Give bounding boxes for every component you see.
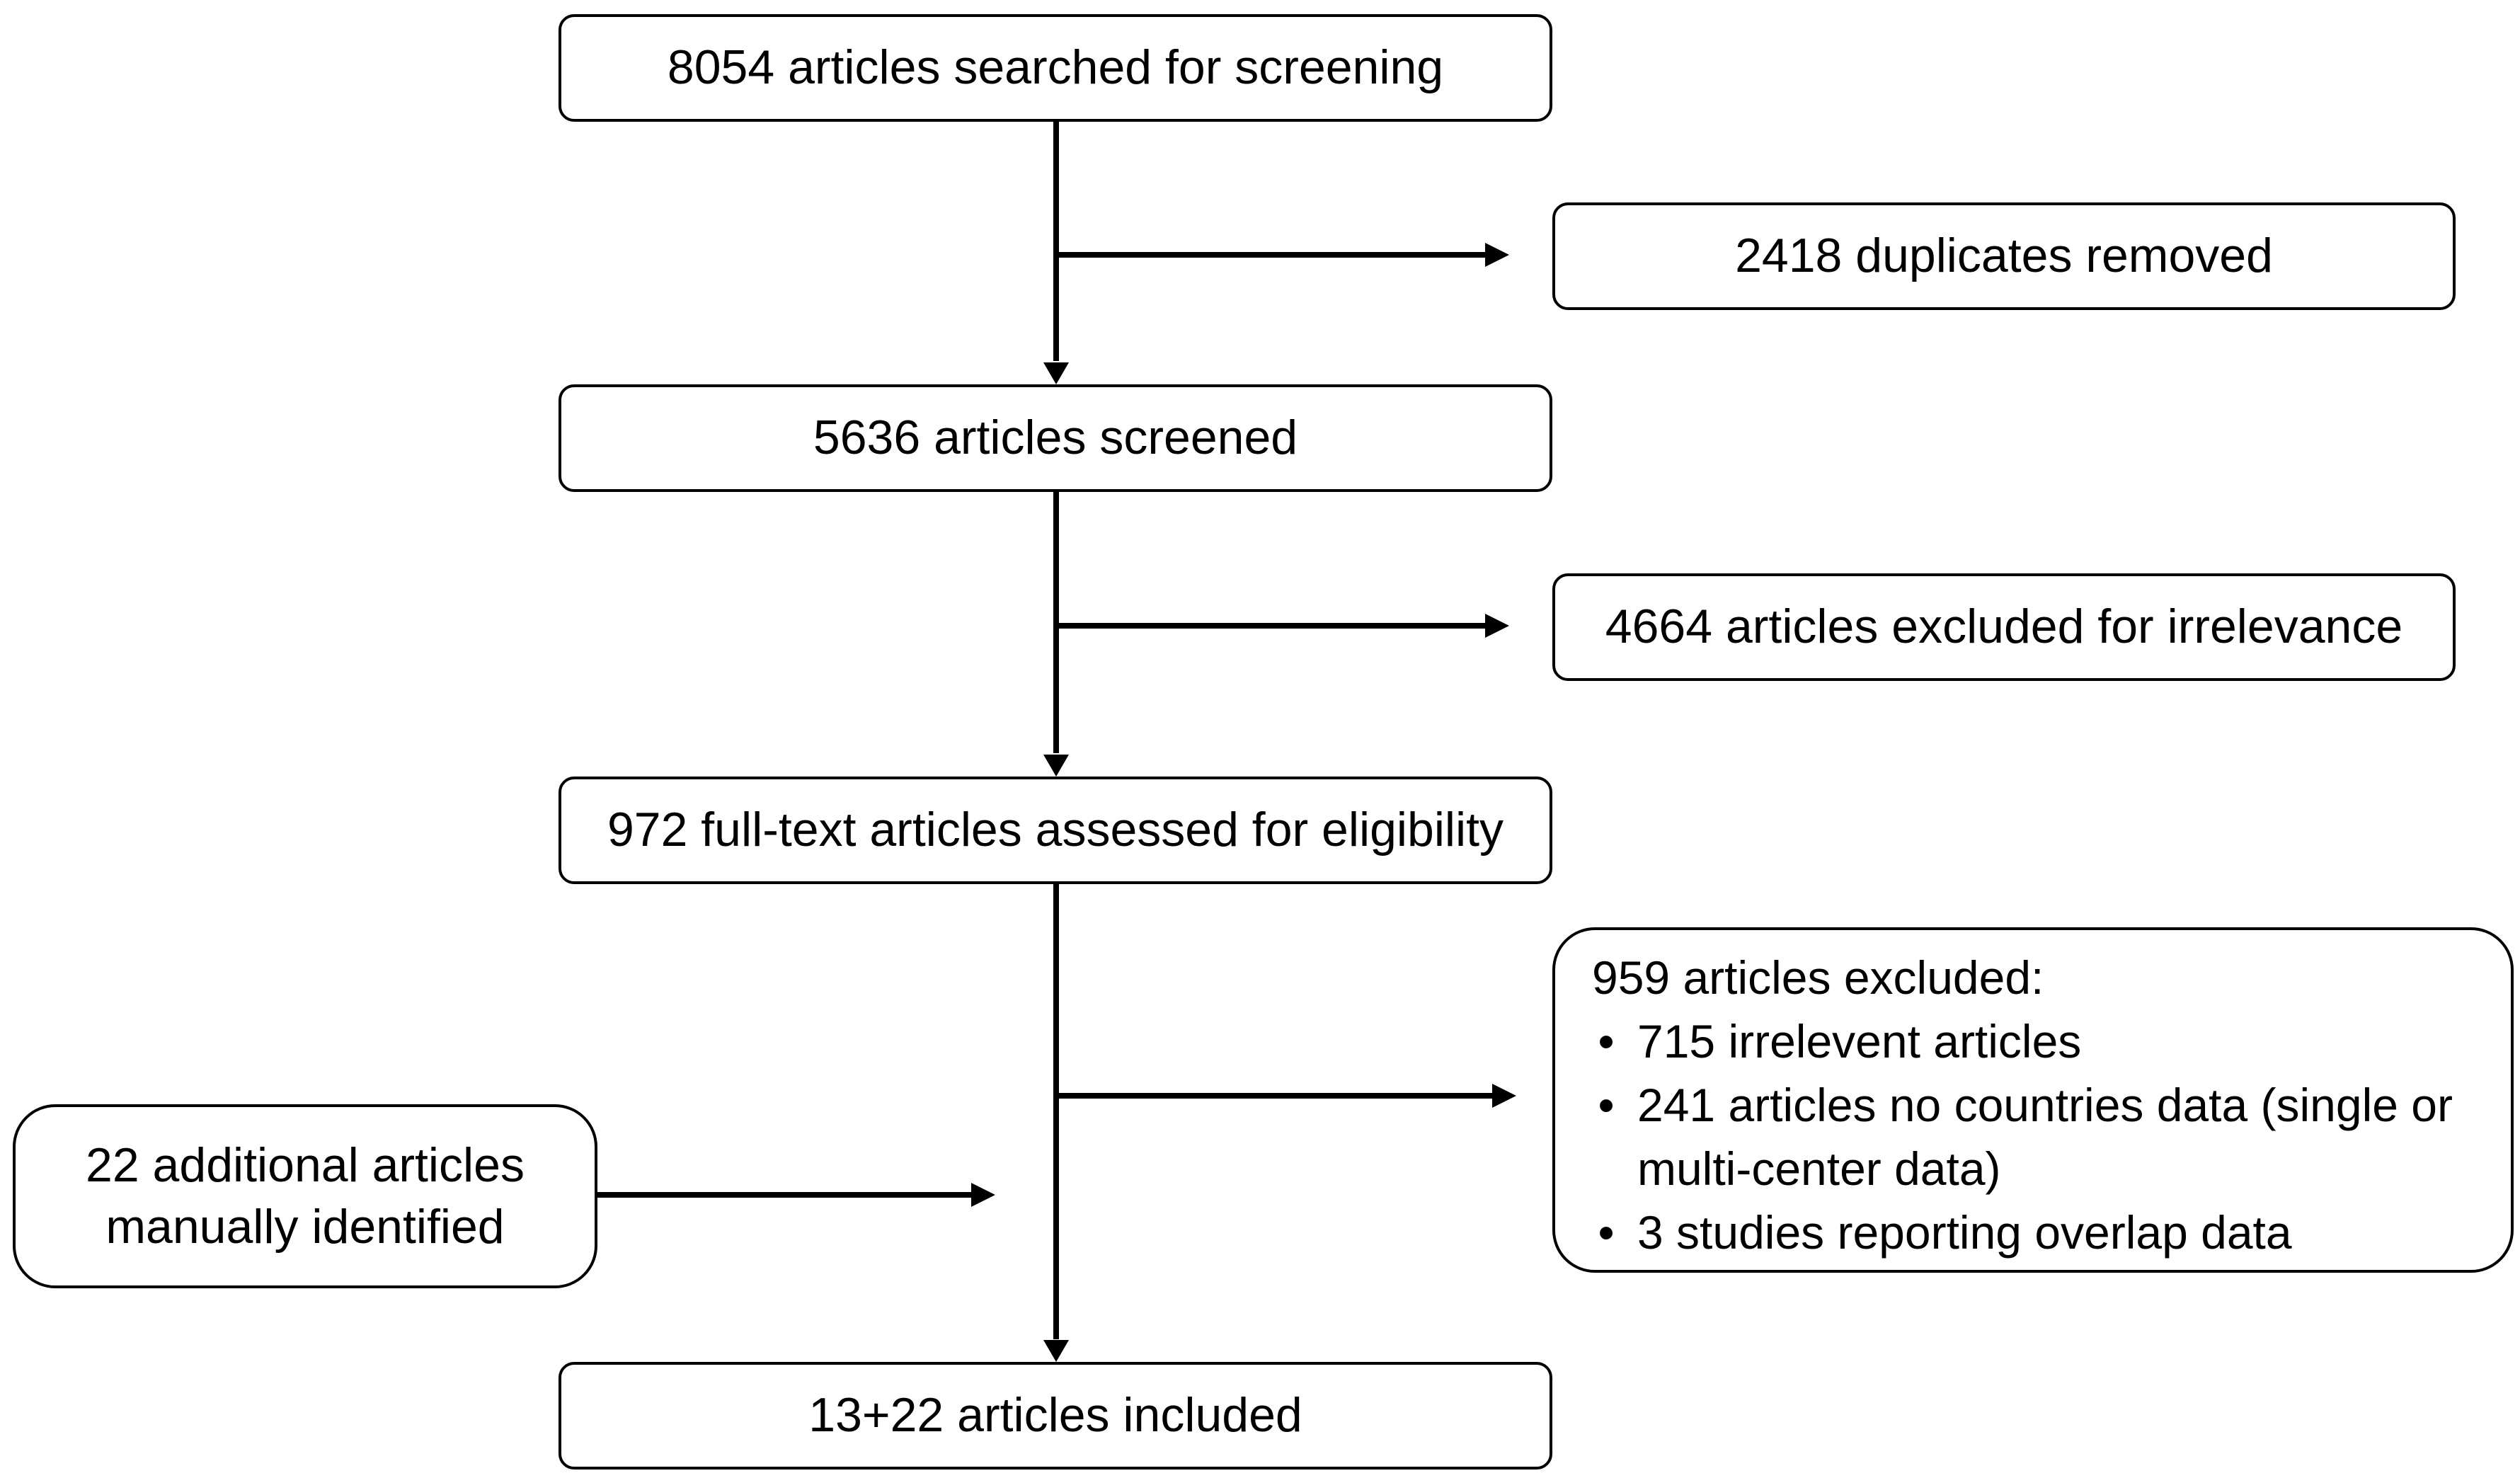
- excluded-reason-text: 715 irrelevent articles: [1637, 1015, 2082, 1067]
- bullet-icon: •: [1598, 1206, 1615, 1259]
- box-fulltext-assessed-text: 972 full-text articles assessed for elig…: [607, 803, 1504, 857]
- box-duplicates-removed-text: 2418 duplicates removed: [1735, 229, 2273, 283]
- excluded-reasons-list: • 715 irrelevent articles • 241 articles…: [1592, 1009, 2482, 1264]
- box-additional-articles-text: 22 additional articles manually identifi…: [86, 1138, 525, 1254]
- arrowhead-to-excluded: [1492, 1084, 1516, 1108]
- arrowhead-fulltext-to-included: [1043, 1340, 1069, 1362]
- box-articles-searched-text: 8054 articles searched for screening: [667, 40, 1444, 95]
- arrowhead-from-additional: [971, 1183, 995, 1207]
- excluded-reason-item: • 715 irrelevent articles: [1592, 1009, 2482, 1073]
- box-articles-searched: 8054 articles searched for screening: [559, 14, 1552, 122]
- box-excluded-irrelevance-text: 4664 articles excluded for irrelevance: [1605, 600, 2403, 654]
- excluded-reason-item: • 3 studies reporting overlap data: [1592, 1201, 2482, 1264]
- box-excluded-irrelevance: 4664 articles excluded for irrelevance: [1552, 573, 2456, 681]
- box-duplicates-removed: 2418 duplicates removed: [1552, 202, 2456, 310]
- box-articles-excluded: 959 articles excluded: • 715 irrelevent …: [1552, 927, 2514, 1273]
- arrowhead-to-duplicates: [1485, 243, 1509, 267]
- box-articles-included-text: 13+22 articles included: [808, 1388, 1302, 1443]
- arrowhead-to-irrelevance: [1485, 614, 1509, 638]
- box-articles-screened-text: 5636 articles screened: [813, 411, 1298, 465]
- arrowhead-screened-to-fulltext: [1043, 755, 1069, 777]
- excluded-reason-item: • 241 articles no countries data (single…: [1592, 1073, 2482, 1201]
- excluded-heading: 959 articles excluded:: [1592, 951, 2044, 1004]
- excluded-reason-text: 241 articles no countries data (single o…: [1637, 1079, 2453, 1195]
- excluded-reason-text: 3 studies reporting overlap data: [1637, 1206, 2292, 1259]
- box-additional-articles: 22 additional articles manually identifi…: [13, 1104, 597, 1288]
- bullet-icon: •: [1598, 1015, 1615, 1067]
- box-articles-included: 13+22 articles included: [559, 1362, 1552, 1470]
- arrowhead-searched-to-screened: [1043, 362, 1069, 384]
- bullet-icon: •: [1598, 1079, 1615, 1131]
- box-articles-screened: 5636 articles screened: [559, 384, 1552, 492]
- box-fulltext-assessed: 972 full-text articles assessed for elig…: [559, 777, 1552, 884]
